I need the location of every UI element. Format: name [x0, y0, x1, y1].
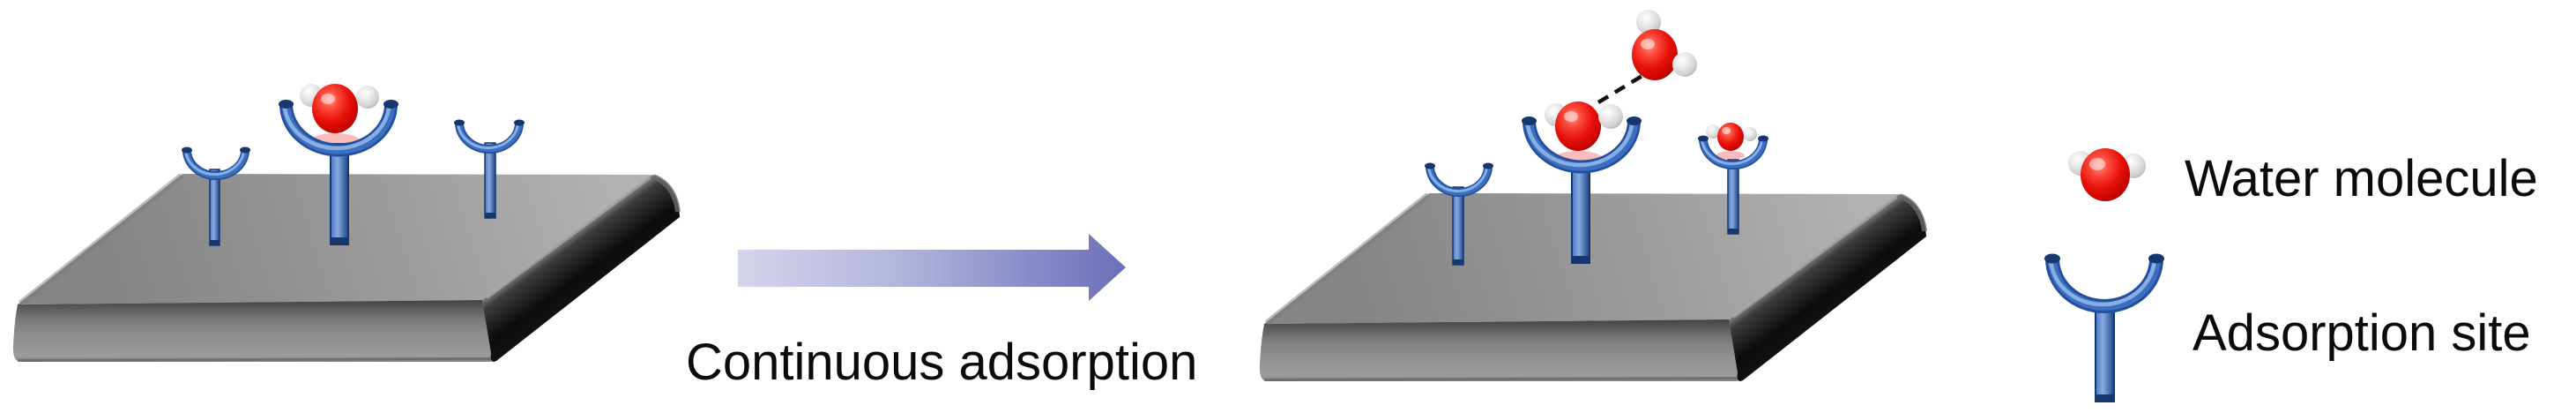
adsorption-site-empty-icon — [1425, 162, 1493, 266]
substrate-slab — [1260, 193, 1926, 381]
water-molecule-icon — [2068, 148, 2146, 201]
water-molecule — [1545, 101, 1623, 151]
left-panel-before-adsorption — [13, 84, 680, 362]
adsorption-site-occupied — [279, 84, 398, 245]
legend: Water molecule Adsorption site — [2044, 148, 2538, 402]
adsorption-site-icon — [2044, 253, 2164, 402]
legend-label-water: Water molecule — [2185, 150, 2538, 207]
right-arrow-icon — [738, 234, 1126, 301]
right-panel-after-adsorption — [1260, 10, 1926, 381]
arrow-caption: Continuous adsorption — [686, 334, 1197, 391]
legend-label-site: Adsorption site — [2193, 304, 2531, 362]
adsorption-site-occupied — [1698, 123, 1768, 235]
adsorption-site-occupied — [1522, 101, 1642, 264]
hydrogen-bond-dashed-line — [1597, 72, 1647, 104]
water-molecule — [1706, 123, 1757, 151]
water-molecule — [300, 84, 379, 133]
adsorption-site-empty-icon — [182, 146, 250, 246]
incoming-water-molecule — [1632, 10, 1697, 80]
adsorption-site-empty-icon — [454, 119, 525, 219]
process-arrow: Continuous adsorption — [686, 234, 1197, 391]
